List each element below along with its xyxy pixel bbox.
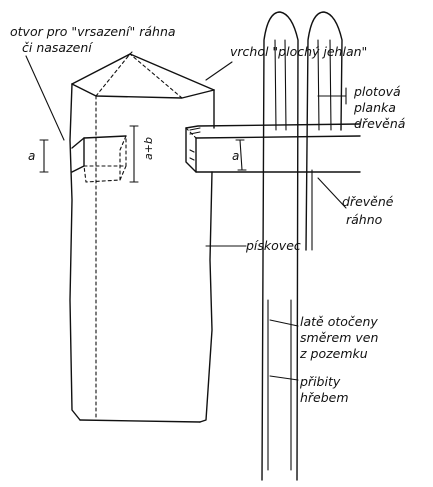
slats-label-line3: z pozemku xyxy=(299,346,368,361)
wooden-rail xyxy=(185,123,361,173)
fence-planks xyxy=(261,11,343,481)
dimension-a-rail: a xyxy=(232,149,239,163)
leader-lines xyxy=(25,55,347,381)
top-label: vrchol "plochý jehlan" xyxy=(230,44,367,59)
fence-plank-label-line1: plotová xyxy=(353,84,401,99)
opening-label-line1: otvor pro "vrsazení" ráhna xyxy=(10,24,176,39)
fence-plank-label-line3: dřevěná xyxy=(354,116,406,131)
fence-plank-label-line2: planka xyxy=(353,100,396,115)
opening-label-line2: či nasazení xyxy=(22,40,93,55)
sandstone-label: pískovec xyxy=(245,238,301,253)
slats-label-line1: latě otočeny xyxy=(300,314,378,329)
annotations: otvor pro "vrsazení" ráhna či nasazení v… xyxy=(10,24,406,405)
wooden-rail-label-line2: ráhno xyxy=(346,212,383,227)
nailed-label-line2: hřebem xyxy=(300,390,349,405)
sandstone-post xyxy=(39,51,215,423)
slats-label-line2: směrem ven xyxy=(300,330,378,345)
dimension-a-plus-b: a+b xyxy=(142,137,155,160)
nailed-label-line1: přibity xyxy=(299,374,341,389)
dimension-a-left: a xyxy=(28,149,35,163)
wooden-rail-label-line1: dřevěné xyxy=(342,194,394,209)
